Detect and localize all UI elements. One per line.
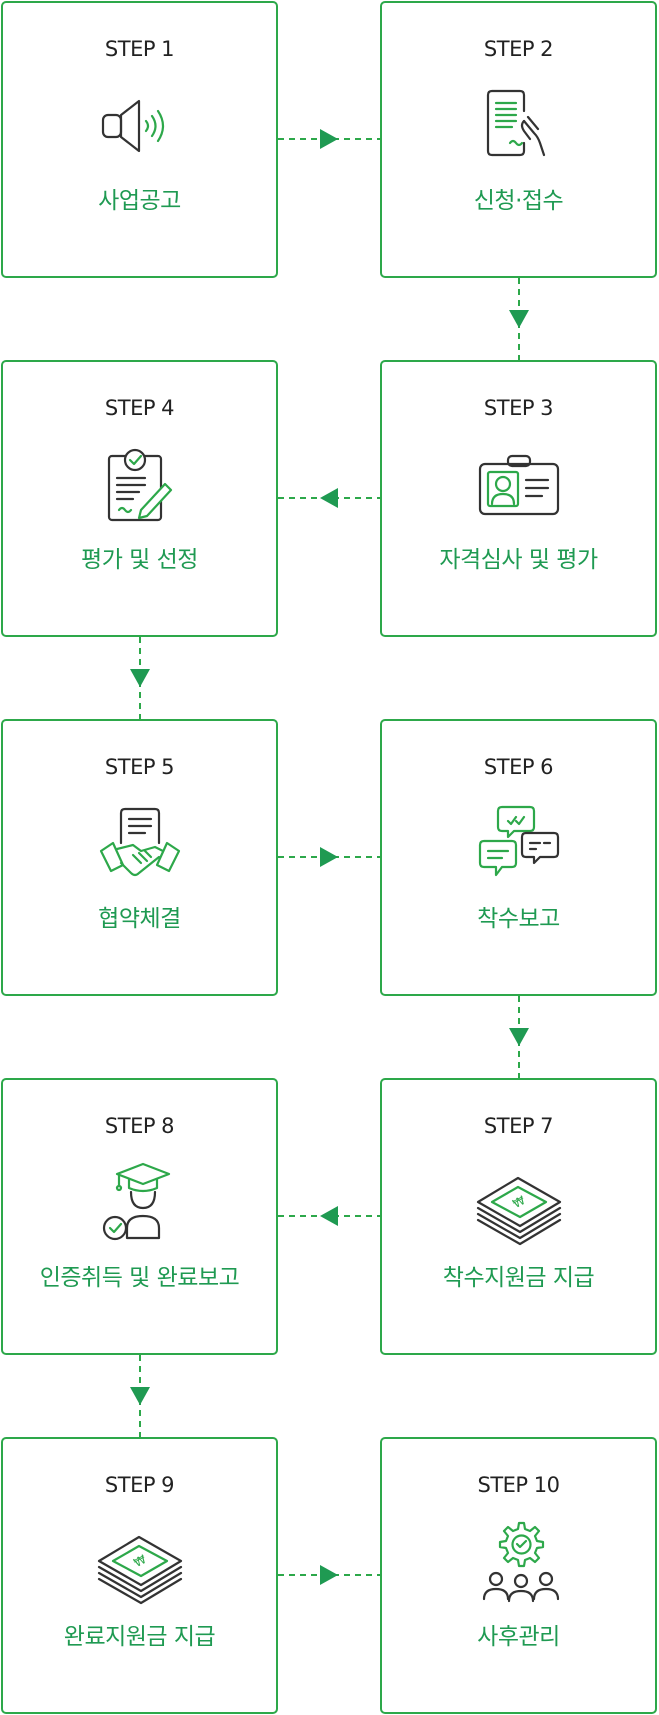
id-card-icon bbox=[472, 440, 566, 534]
step-2-card: STEP 2 신청·접수 bbox=[380, 1, 657, 278]
step-title: 신청·접수 bbox=[473, 188, 564, 214]
step-title: 착수보고 bbox=[477, 906, 560, 932]
money-stack-icon: ₩ bbox=[472, 1158, 566, 1252]
arrow-down-connector bbox=[507, 278, 531, 360]
money-stack-icon: ₩ bbox=[93, 1517, 187, 1611]
step-title: 평가 및 선정 bbox=[81, 547, 198, 573]
step-label: STEP 7 bbox=[483, 1114, 554, 1138]
step-label: STEP 4 bbox=[104, 396, 175, 420]
step-7-card: STEP 7 ₩ 착수지원금 지급 bbox=[380, 1078, 657, 1355]
arrow-left-connector bbox=[278, 486, 380, 510]
arrow-left-connector bbox=[278, 1204, 380, 1228]
step-title: 인증취득 및 완료보고 bbox=[39, 1265, 240, 1291]
step-6-card: STEP 6 착수보고 bbox=[380, 719, 657, 996]
step-title: 착수지원금 지급 bbox=[442, 1265, 595, 1291]
megaphone-icon bbox=[93, 81, 187, 175]
step-label: STEP 2 bbox=[483, 37, 554, 61]
arrow-down-connector bbox=[507, 996, 531, 1078]
arrow-down-connector bbox=[128, 637, 152, 719]
step-title: 협약체결 bbox=[98, 906, 181, 932]
step-10-card: STEP 10 사후관리 bbox=[380, 1437, 657, 1714]
step-8-card: STEP 8 인증취득 및 완료보고 bbox=[1, 1078, 278, 1355]
arrow-down-connector bbox=[128, 1355, 152, 1437]
step-label: STEP 8 bbox=[104, 1114, 175, 1138]
graduate-icon bbox=[93, 1158, 187, 1252]
step-label: STEP 3 bbox=[483, 396, 554, 420]
clipboard-check-icon bbox=[93, 440, 187, 534]
arrow-right-connector bbox=[278, 845, 380, 869]
step-title: 사업공고 bbox=[98, 188, 181, 214]
step-label: STEP 10 bbox=[477, 1473, 561, 1497]
chat-bubbles-icon bbox=[472, 799, 566, 893]
gear-people-icon bbox=[472, 1517, 566, 1611]
step-3-card: STEP 3 자격심사 및 평가 bbox=[380, 360, 657, 637]
step-1-card: STEP 1 사업공고 bbox=[1, 1, 278, 278]
step-label: STEP 9 bbox=[104, 1473, 175, 1497]
step-title: 사후관리 bbox=[477, 1624, 560, 1650]
step-title: 완료지원금 지급 bbox=[63, 1624, 216, 1650]
step-9-card: STEP 9 ₩ 완료지원금 지급 bbox=[1, 1437, 278, 1714]
step-4-card: STEP 4 평가 및 선정 bbox=[1, 360, 278, 637]
handshake-icon bbox=[93, 799, 187, 893]
application-document-icon bbox=[472, 81, 566, 175]
arrow-right-connector bbox=[278, 1563, 380, 1587]
step-title: 자격심사 및 평가 bbox=[439, 547, 598, 573]
arrow-right-connector bbox=[278, 127, 380, 151]
step-label: STEP 5 bbox=[104, 755, 175, 779]
step-label: STEP 6 bbox=[483, 755, 554, 779]
step-5-card: STEP 5 협약체결 bbox=[1, 719, 278, 996]
step-label: STEP 1 bbox=[104, 37, 175, 61]
